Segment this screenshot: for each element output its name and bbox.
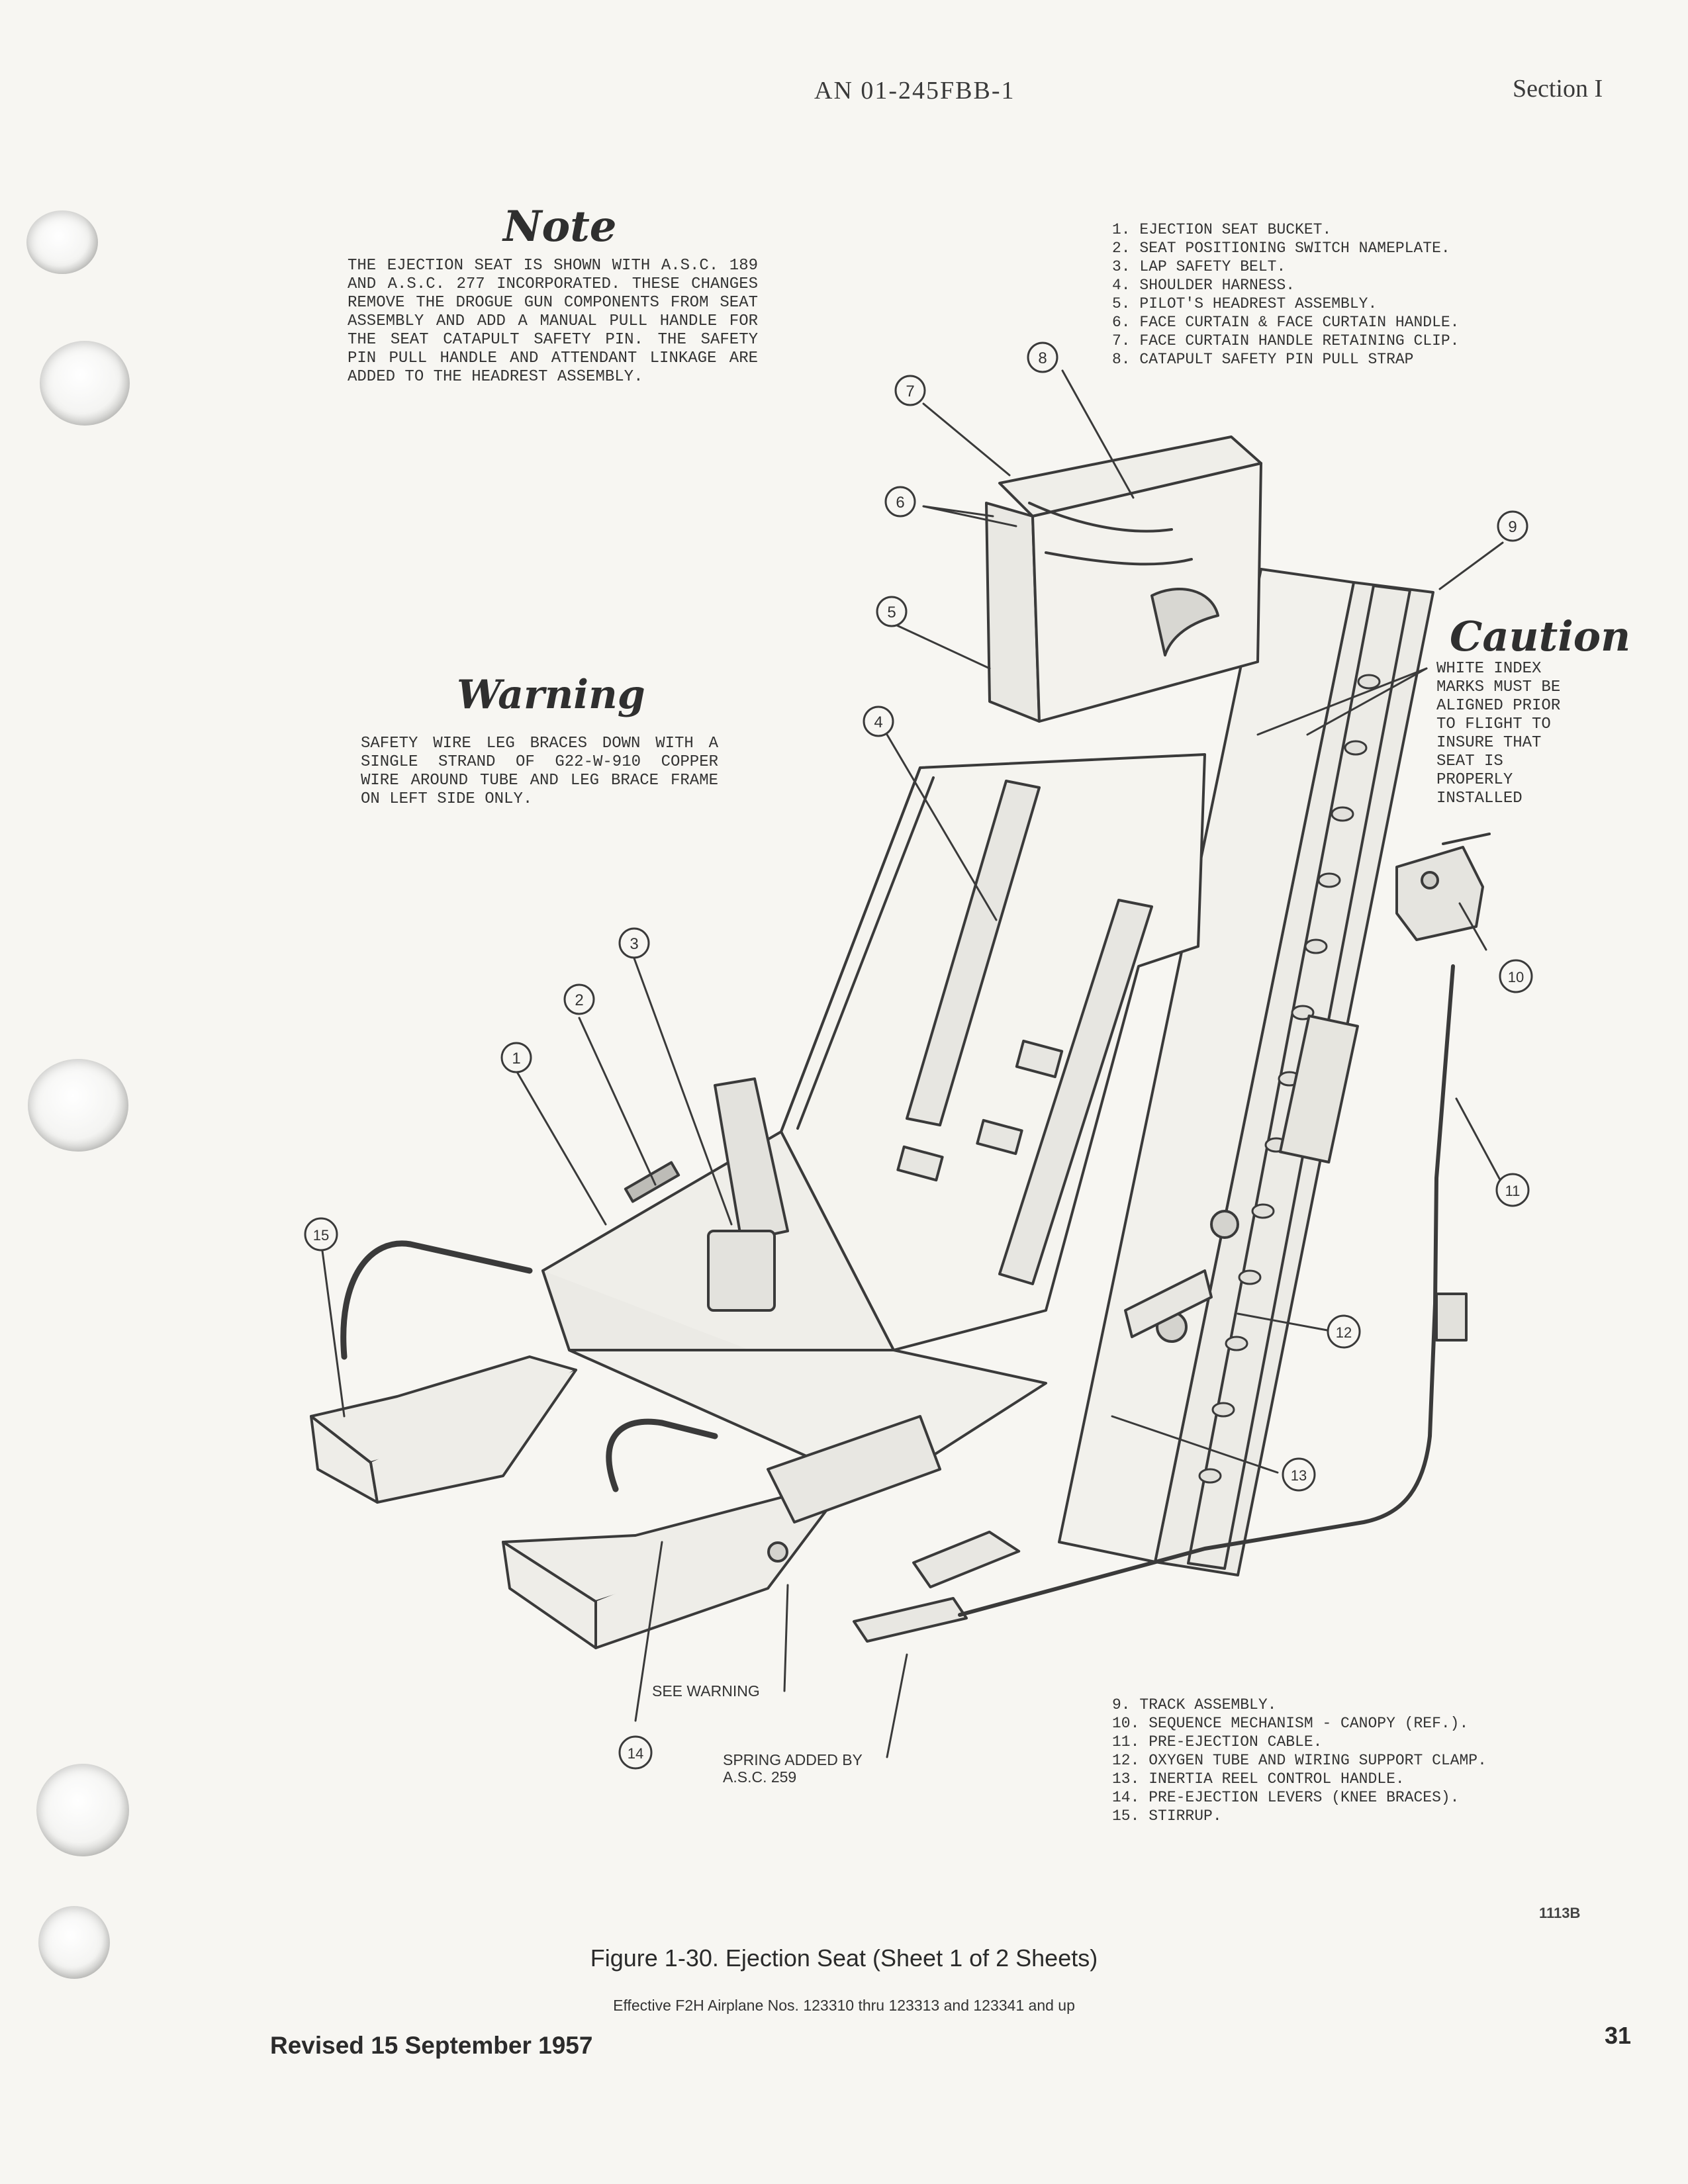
svg-text:9: 9 — [1508, 518, 1517, 536]
svg-text:4: 4 — [874, 713, 882, 731]
legend-item: 6. FACE CURTAIN & FACE CURTAIN HANDLE. — [1112, 314, 1460, 331]
caution-title: Caution — [1450, 612, 1631, 660]
svg-text:2: 2 — [575, 991, 583, 1009]
svg-text:13: 13 — [1291, 1467, 1307, 1484]
callout-15: 15 — [304, 1217, 338, 1251]
lap-safety-belt — [707, 1077, 789, 1312]
legend-item: 8. CATAPULT SAFETY PIN PULL STRAP — [1112, 351, 1414, 368]
callout-9: 9 — [1497, 510, 1528, 542]
callout-5: 5 — [876, 596, 908, 627]
figure-caption: Figure 1-30. Ejection Seat (Sheet 1 of 2… — [590, 1944, 1098, 1972]
callout-1: 1 — [500, 1042, 532, 1073]
callout-4: 4 — [863, 705, 894, 737]
callout-numbers: 1 2 3 4 5 6 7 8 9 10 11 12 13 14 15 — [304, 341, 1533, 1770]
callout-6: 6 — [884, 486, 916, 518]
note-text: THE EJECTION SEAT IS SHOWN WITH A.S.C. 1… — [348, 257, 758, 386]
svg-text:7: 7 — [906, 383, 914, 400]
shoulder-harness — [896, 780, 1153, 1285]
warning-title: Warning — [457, 672, 645, 718]
legend-item: 14. PRE-EJECTION LEVERS (KNEE BRACES). — [1112, 1789, 1460, 1806]
legend-item: 7. FACE CURTAIN HANDLE RETAINING CLIP. — [1112, 332, 1460, 349]
pre-ejection-cable — [958, 964, 1455, 1617]
headrest-assembly — [985, 435, 1262, 723]
legend-item: 5. PILOT'S HEADREST ASSEMBLY. — [1112, 295, 1378, 312]
pre-ejection-levers — [767, 1210, 1239, 1643]
callout-2: 2 — [563, 983, 595, 1015]
legend-item: 1. EJECTION SEAT BUCKET. — [1112, 221, 1332, 238]
section-label: Section I — [1513, 75, 1603, 103]
legend-bottom: 9. TRACK ASSEMBLY. 10. SEQUENCE MECHANIS… — [1112, 1696, 1487, 1825]
legend-item: 10. SEQUENCE MECHANISM - CANOPY (REF.). — [1112, 1715, 1469, 1732]
document-number: AN 01-245FBB-1 — [814, 77, 1015, 105]
sequence-mechanism — [1395, 833, 1491, 941]
callout-8: 8 — [1027, 341, 1058, 373]
binder-hole — [26, 210, 98, 274]
callout-3: 3 — [618, 927, 650, 959]
leader-lines — [320, 369, 1504, 1758]
leg-brace-frame — [340, 1240, 718, 1492]
legend-item: 15. STIRRUP. — [1112, 1807, 1222, 1825]
callout-11: 11 — [1495, 1173, 1530, 1207]
svg-text:6: 6 — [896, 494, 904, 512]
legend-item: 12. OXYGEN TUBE AND WIRING SUPPORT CLAMP… — [1112, 1752, 1487, 1769]
page-number: 31 — [1605, 2022, 1632, 2049]
svg-text:12: 12 — [1336, 1324, 1352, 1341]
svg-text:3: 3 — [630, 935, 638, 953]
stirrup — [310, 1355, 829, 1649]
track-assembly — [1058, 568, 1434, 1576]
binder-hole — [28, 1059, 128, 1152]
svg-text:14: 14 — [628, 1745, 643, 1762]
figure-code: 1113B — [1539, 1905, 1581, 1921]
callout-7: 7 — [894, 375, 926, 406]
svg-text:15: 15 — [313, 1227, 329, 1244]
callout-13: 13 — [1282, 1457, 1316, 1492]
legend-item: 4. SHOULDER HARNESS. — [1112, 277, 1295, 294]
legend-item: 9. TRACK ASSEMBLY. — [1112, 1696, 1277, 1713]
binder-hole — [40, 341, 130, 426]
effectivity-note: Effective F2H Airplane Nos. 123310 thru … — [613, 1997, 1075, 2014]
legend-item: 11. PRE-EJECTION CABLE. — [1112, 1733, 1323, 1751]
svg-text:11: 11 — [1505, 1183, 1521, 1199]
legend-top: 1. EJECTION SEAT BUCKET. 2. SEAT POSITIO… — [1112, 220, 1460, 369]
see-warning-label: SEE WARNING — [652, 1682, 760, 1700]
legend-item: 3. LAP SAFETY BELT. — [1112, 258, 1286, 275]
wiring-support-clamp — [1435, 1293, 1468, 1342]
legend-item: 13. INERTIA REEL CONTROL HANDLE. — [1112, 1770, 1405, 1788]
callout-12: 12 — [1327, 1314, 1361, 1349]
warning-text: SAFETY WIRE LEG BRACES DOWN WITH A SINGL… — [361, 735, 718, 808]
callout-14: 14 — [618, 1735, 653, 1770]
note-title: Note — [503, 202, 617, 251]
svg-text:10: 10 — [1508, 969, 1524, 985]
spring-added-label: SPRING ADDED BY A.S.C. 259 — [723, 1751, 863, 1786]
caution-text: WHITE INDEX MARKS MUST BE ALIGNED PRIOR … — [1436, 660, 1561, 807]
svg-text:8: 8 — [1038, 349, 1047, 367]
svg-text:1: 1 — [512, 1050, 520, 1068]
revision-date: Revised 15 September 1957 — [270, 2032, 593, 2059]
binder-hole — [36, 1764, 129, 1856]
svg-text:5: 5 — [887, 604, 896, 621]
callout-10: 10 — [1499, 959, 1533, 993]
legend-item: 2. SEAT POSITIONING SWITCH NAMEPLATE. — [1112, 240, 1450, 257]
binder-hole — [38, 1906, 110, 1979]
